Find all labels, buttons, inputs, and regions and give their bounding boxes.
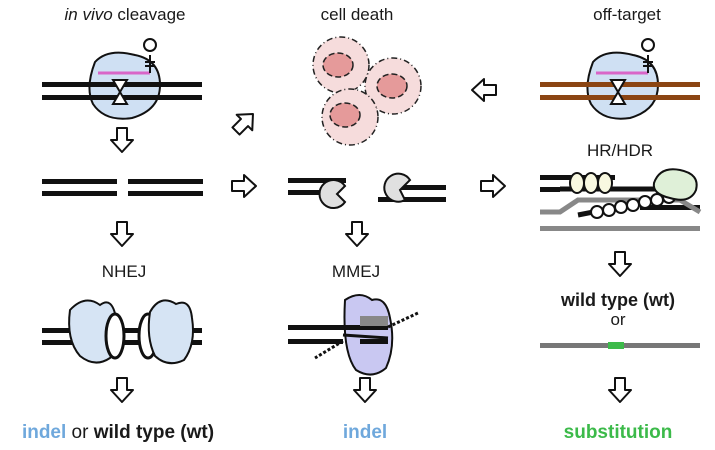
exonuclease-left <box>318 179 347 209</box>
wild-type-label: wild type (wt) <box>561 290 675 310</box>
arrow-down-mmej-outcome <box>353 377 377 403</box>
in-vivo-cleavage-label: in vivo cleavage <box>65 5 186 25</box>
or-label: or <box>610 310 626 329</box>
exonuclease-right <box>383 172 412 203</box>
wild-type-text-left: wild type (wt) <box>93 422 215 443</box>
nhej-label: NHEJ <box>101 262 147 281</box>
in-vivo-italic: in vivo <box>64 5 113 24</box>
arrow-down-to-mmej <box>345 221 369 247</box>
substituted-base <box>608 342 624 349</box>
arrow-right-to-hdr <box>480 174 506 198</box>
hairpin-stem <box>145 61 155 67</box>
end-resection <box>288 172 446 209</box>
arrow-diag-to-cell-death <box>231 113 254 136</box>
mmej-label: MMEJ <box>331 262 381 281</box>
mmej-complex <box>288 294 419 376</box>
rna-hairpin <box>143 38 158 73</box>
arrow-down-substitution <box>608 377 632 403</box>
off-target-label: off-target <box>593 5 661 24</box>
ku-ring-left <box>104 312 126 360</box>
mmej-outcome-indel: indel <box>342 422 388 443</box>
hr-hdr-label: HR/HDR <box>586 141 654 160</box>
nhej-outcome: indel or wild type (wt) <box>22 422 214 444</box>
cleavage-word: cleavage <box>117 5 186 24</box>
arrow-right-to-resection <box>231 174 257 198</box>
ku-protein-right <box>147 299 194 365</box>
recombinase-protein <box>652 168 698 201</box>
double-strand-break <box>42 179 203 196</box>
arrow-down-nhej-outcome <box>110 377 134 403</box>
hdr-template-strand <box>540 168 702 231</box>
cas-complex-off-target <box>540 38 700 120</box>
arrow-down-hdr-outcome <box>608 251 632 277</box>
or-text: or <box>66 422 94 443</box>
indel-text-left: indel <box>21 422 67 443</box>
cas-complex-on-target <box>42 38 202 120</box>
hdr-outcome-substitution: substitution <box>563 422 673 443</box>
arrow-down-to-nhej <box>110 221 134 247</box>
arrow-down-1 <box>110 127 134 153</box>
polymerase-theta <box>343 294 394 376</box>
cell-death-label: cell death <box>320 5 394 24</box>
arrow-left-to-cell-death <box>471 78 497 102</box>
nhej-complex <box>42 299 202 365</box>
cut-site-marker <box>111 79 129 105</box>
substitution-template <box>540 342 700 349</box>
dying-cells <box>312 36 422 146</box>
